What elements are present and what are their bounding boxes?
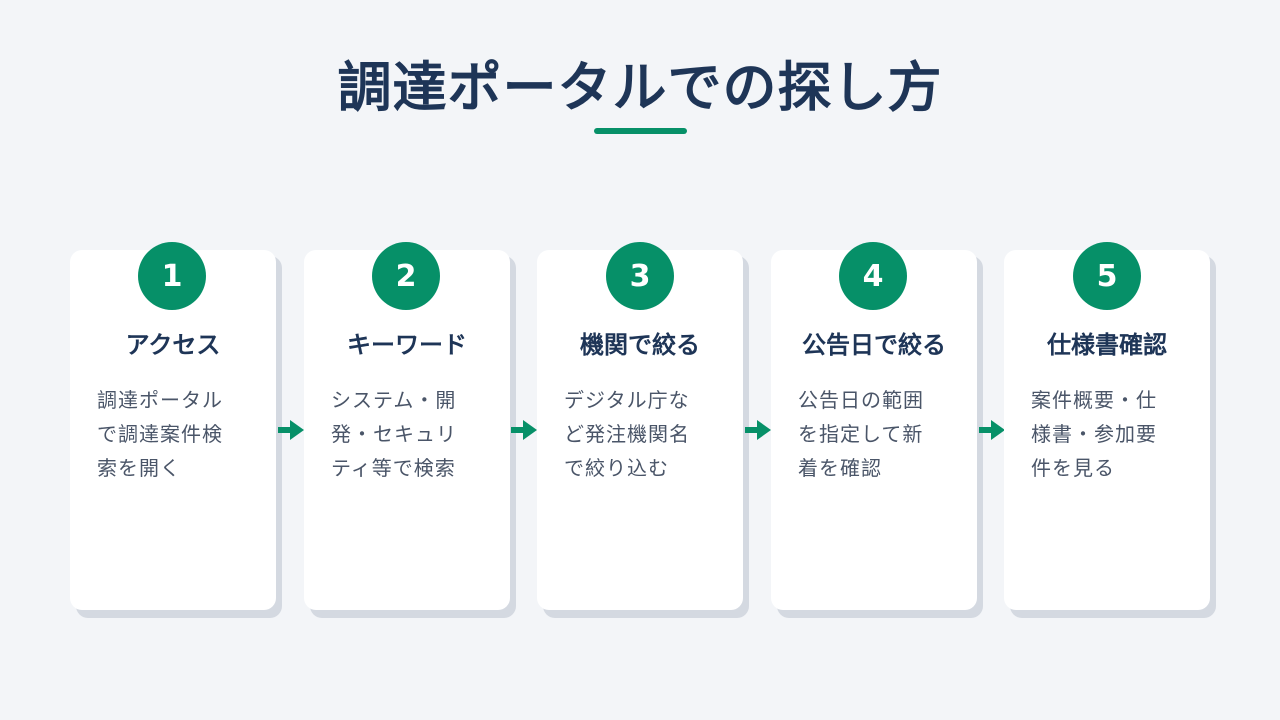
step-heading-2: キーワード <box>347 331 467 359</box>
step-description-1: 調達ポータル で調達案件検 索を開く <box>97 388 223 480</box>
step-number-badge-3: 3 <box>606 242 674 310</box>
step-heading-5: 仕様書確認 <box>1047 331 1167 359</box>
step-heading-4: 公告日で絞る <box>802 331 946 359</box>
step-card-3 <box>537 250 743 610</box>
step-card-5 <box>1004 250 1210 610</box>
step-heading-1: アクセス <box>125 331 221 359</box>
step-description-2: システム・開 発・セキュリ ティ等で検索 <box>331 388 457 480</box>
step-number-badge-5: 5 <box>1073 242 1141 310</box>
step-heading-3: 機関で絞る <box>580 331 700 359</box>
page-title: 調達ポータルでの探し方 <box>337 56 943 119</box>
step-number-badge-2: 2 <box>372 242 440 310</box>
step-card-4 <box>771 250 977 610</box>
step-number-badge-1: 1 <box>138 242 206 310</box>
step-card-1 <box>70 250 276 610</box>
step-description-5: 案件概要・仕 様書・参加要 件を見る <box>1031 388 1157 480</box>
step-description-3: デジタル庁な ど発注機関名 で絞り込む <box>564 388 690 480</box>
title-underline <box>594 128 687 134</box>
arrow-right-icon <box>979 420 1005 440</box>
arrow-right-icon <box>745 420 771 440</box>
arrow-right-icon <box>511 420 537 440</box>
step-description-4: 公告日の範囲 を指定して新 着を確認 <box>798 388 924 480</box>
arrow-right-icon <box>278 420 304 440</box>
step-number-badge-4: 4 <box>839 242 907 310</box>
step-card-2 <box>304 250 510 610</box>
